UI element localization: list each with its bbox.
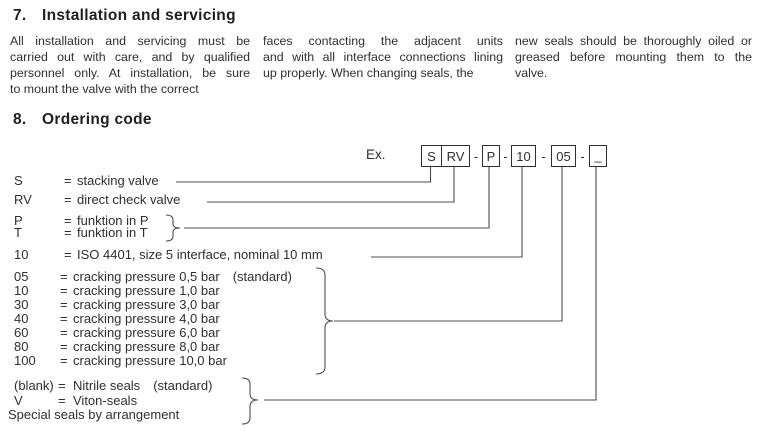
code-cell-valve-type: RV (441, 146, 469, 166)
legend-row-seals: V = Viton-seals (0, 393, 430, 408)
legend-code: 40 (14, 311, 29, 326)
legend-code: 10 (14, 283, 29, 298)
legend-desc: cracking pressure 8,0 bar (73, 339, 220, 354)
equals-sign: = (60, 297, 68, 312)
equals-sign: = (58, 393, 66, 408)
equals-sign: = (58, 378, 66, 393)
legend-row-size: 10 = ISO 4401, size 5 interface, nominal… (0, 247, 430, 262)
legend-code: 100 (14, 353, 36, 368)
equals-sign: = (60, 339, 68, 354)
legend-row-valve-type: RV = direct check valve (0, 192, 430, 207)
paragraph-line: carried out with care, and by qualified (10, 50, 250, 64)
equals-sign: = (60, 269, 68, 284)
legend-desc: Viton-seals (73, 393, 138, 408)
legend-row-pressure: 10 = cracking pressure 1,0 bar (0, 283, 430, 298)
equals-sign: = (60, 353, 68, 368)
code-separator: - (580, 148, 585, 164)
legend-desc: Nitrile seals (73, 378, 141, 393)
example-label: Ex. (366, 147, 386, 162)
paragraph-line: personnel only. At installation, be sure (10, 66, 250, 80)
legend-desc: funktion in P (77, 213, 149, 228)
legend-row-pressure: 80 = cracking pressure 8,0 bar (0, 339, 430, 354)
legend-row-pressure: 100 = cracking pressure 10,0 bar (0, 353, 430, 368)
section8-heading: 8. Ordering code (13, 111, 152, 129)
legend-code: P (14, 213, 23, 228)
paragraph-line: greased before mounting them to the (515, 50, 752, 64)
legend-code: T (14, 225, 22, 240)
paragraph-column-2: faces contacting the adjacent units and … (263, 33, 503, 81)
equals-sign: = (64, 173, 72, 188)
paragraph-line: valve. (515, 66, 548, 80)
equals-sign: = (64, 247, 72, 262)
equals-sign: = (64, 192, 72, 207)
legend-row-function-t: T = funktion in T (0, 225, 430, 240)
legend-row-seals: (blank) = Nitrile seals (standard) (0, 378, 430, 393)
special-seals-note: Special seals by arrangement (8, 407, 180, 422)
legend-desc: cracking pressure 6,0 bar (73, 325, 220, 340)
code-box-series-type: S RV (421, 145, 470, 167)
legend-code: V (14, 393, 23, 408)
legend-row-pressure: 60 = cracking pressure 6,0 bar (0, 325, 430, 340)
equals-sign: = (60, 283, 68, 298)
paragraph-line: up properly. When changing seals, the (263, 66, 474, 80)
legend-desc: cracking pressure 0,5 bar (73, 269, 220, 284)
legend-row-series: S = stacking valve (0, 173, 430, 188)
paragraph-line: and with all interface connections linin… (263, 50, 503, 64)
equals-sign: = (60, 325, 68, 340)
legend-row-pressure: 30 = cracking pressure 3,0 bar (0, 297, 430, 312)
legend-code: 80 (14, 339, 29, 354)
paragraph-line: All installation and servicing must be (10, 34, 250, 48)
section7-title: Installation and servicing (42, 7, 236, 24)
legend-desc: cracking pressure 1,0 bar (73, 283, 220, 298)
legend-desc: cracking pressure 10,0 bar (73, 353, 227, 368)
code-separator: - (503, 148, 508, 164)
code-cell-series: S (427, 148, 436, 164)
legend-code: 10 (14, 247, 29, 262)
section8-title: Ordering code (42, 111, 152, 128)
legend-desc: stacking valve (77, 173, 159, 188)
legend-desc: cracking pressure 3,0 bar (73, 297, 220, 312)
code-separator: - (541, 148, 546, 164)
legend-row-function-p: P = funktion in P (0, 213, 430, 228)
paragraph-line: new seals should be thoroughly oiled or (515, 34, 752, 48)
legend-row-pressure: 40 = cracking pressure 4,0 bar (0, 311, 430, 326)
equals-sign: = (60, 311, 68, 326)
section8-number: 8. (13, 111, 27, 128)
code-cell-function: P (482, 145, 500, 167)
legend-code: 60 (14, 325, 29, 340)
ordering-code-boxes: S RV - P - 10 - 05 - _ (421, 145, 607, 167)
legend-code: 05 (14, 269, 29, 284)
legend-note: (standard) (153, 378, 213, 393)
legend-desc: funktion in T (77, 225, 148, 240)
paragraph-line: to mount the valve with the correct (10, 82, 199, 96)
section7-number: 7. (13, 7, 27, 24)
legend-desc: direct check valve (77, 192, 181, 207)
legend-code: S (14, 173, 23, 188)
code-cell-size: 10 (511, 145, 536, 167)
equals-sign: = (64, 213, 72, 228)
legend-note: (standard) (232, 269, 292, 284)
code-cell-seals: _ (589, 145, 607, 167)
paragraph-line: faces contacting the adjacent units (263, 34, 503, 48)
legend-code: 30 (14, 297, 29, 312)
paragraph-column-1: All installation and servicing must be c… (10, 33, 250, 97)
code-cell-pressure: 05 (551, 145, 576, 167)
legend-code: (blank) (14, 378, 54, 393)
code-separator: - (473, 148, 479, 164)
legend-code: RV (14, 192, 32, 207)
legend-row-pressure: 05 = cracking pressure 0,5 bar (standard) (0, 269, 430, 284)
equals-sign: = (64, 225, 72, 240)
paragraph-column-3: new seals should be thoroughly oiled or … (515, 33, 752, 81)
legend-desc: ISO 4401, size 5 interface, nominal 10 m… (77, 247, 323, 262)
section7-heading: 7. Installation and servicing (13, 7, 236, 25)
legend-desc: cracking pressure 4,0 bar (73, 311, 220, 326)
